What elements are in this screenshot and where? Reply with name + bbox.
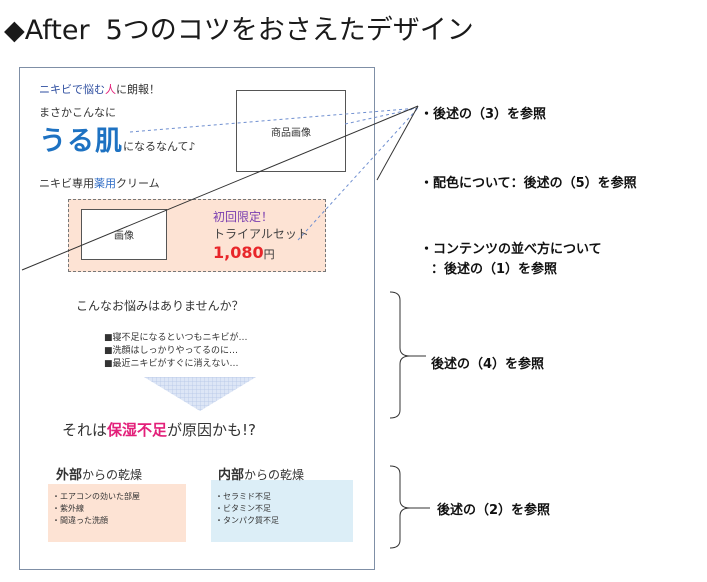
tagline-part3: に朗報！	[116, 83, 160, 96]
internal-item: ・タンパク質不足	[215, 516, 279, 525]
image-label: 画像	[114, 231, 134, 242]
cause-highlight: 保湿不足	[107, 421, 168, 439]
down-arrow-triangle	[144, 377, 256, 411]
diamond-icon: ◆	[4, 15, 25, 46]
brace-section-4	[389, 291, 411, 419]
worry-item: ■最近ニキビがすぐに消えない…	[104, 359, 239, 369]
cause-line: それは保湿不足が原因かも!?	[62, 419, 256, 440]
internal-dryness-box	[211, 480, 353, 542]
external-rest: からの乾燥	[82, 468, 143, 482]
cream-part3: クリーム	[116, 177, 160, 190]
external-item: ・間違った洗顔	[52, 516, 108, 525]
internal-dryness-title: 内部からの乾燥	[218, 464, 304, 483]
external-item: ・紫外線	[52, 504, 84, 513]
headline-after: になるなんて♪	[123, 140, 196, 153]
product-image-placeholder: 商品画像	[236, 90, 346, 172]
headline-big: うる肌	[39, 126, 123, 157]
heading-after: After	[24, 15, 90, 46]
external-item: ・エアコンの効いた部屋	[52, 492, 140, 501]
image-placeholder: 画像	[81, 209, 167, 260]
pointer-line-right	[376, 105, 419, 181]
external-dryness-box	[48, 484, 186, 542]
tagline-part1: ニキビで悩む	[39, 83, 105, 96]
product-image-label: 商品画像	[271, 127, 311, 139]
offer-line2: トライアルセット	[213, 227, 309, 241]
headline: うる肌になるなんて♪	[39, 119, 195, 158]
cause-part3: が原因かも!?	[167, 421, 257, 439]
cream-highlight: 薬用	[94, 177, 116, 190]
note-1-line1: ・コンテンツの並べ方について	[420, 242, 602, 257]
internal-rest: からの乾燥	[244, 468, 305, 482]
note-4: 後述の（4）を参照	[431, 357, 545, 372]
cause-part1: それは	[62, 421, 108, 439]
note-5: ・配色について：後述の（5）を参照	[420, 176, 637, 191]
note-2: 後述の（2）を参照	[437, 503, 551, 518]
cream-label: ニキビ専用薬用クリーム	[39, 175, 160, 191]
worry-item: ■洗顔はしっかりやってるのに…	[104, 346, 239, 356]
worry-heading: こんなお悩みはありませんか？	[76, 299, 244, 313]
heading-title: 5つのコツをおさえたデザイン	[105, 15, 474, 46]
price: 1,080円	[213, 243, 275, 262]
brace-section-2	[389, 465, 411, 549]
price-number: 1,080	[213, 243, 264, 262]
note-3: ・後述の（3）を参照	[420, 107, 547, 122]
page-heading: ◆After 5つのコツをおさえたデザイン	[4, 8, 474, 47]
note-1-line2: ：後述の（1）を参照	[431, 262, 558, 277]
worry-item: ■寝不足になるといつもニキビが…	[104, 333, 248, 343]
external-strong: 外部	[56, 468, 83, 483]
offer-line1: 初回限定！	[213, 210, 274, 224]
internal-item: ・セラミド不足	[215, 492, 271, 501]
internal-strong: 内部	[218, 468, 245, 483]
tagline: ニキビで悩む人に朗報！	[39, 81, 160, 97]
internal-item: ・ビタミン不足	[215, 504, 271, 513]
tagline-highlight: 人	[105, 83, 116, 96]
price-unit: 円	[263, 248, 275, 261]
subline: まさかこんなに	[39, 106, 116, 119]
external-dryness-title: 外部からの乾燥	[56, 464, 142, 483]
cream-part1: ニキビ専用	[39, 177, 94, 190]
